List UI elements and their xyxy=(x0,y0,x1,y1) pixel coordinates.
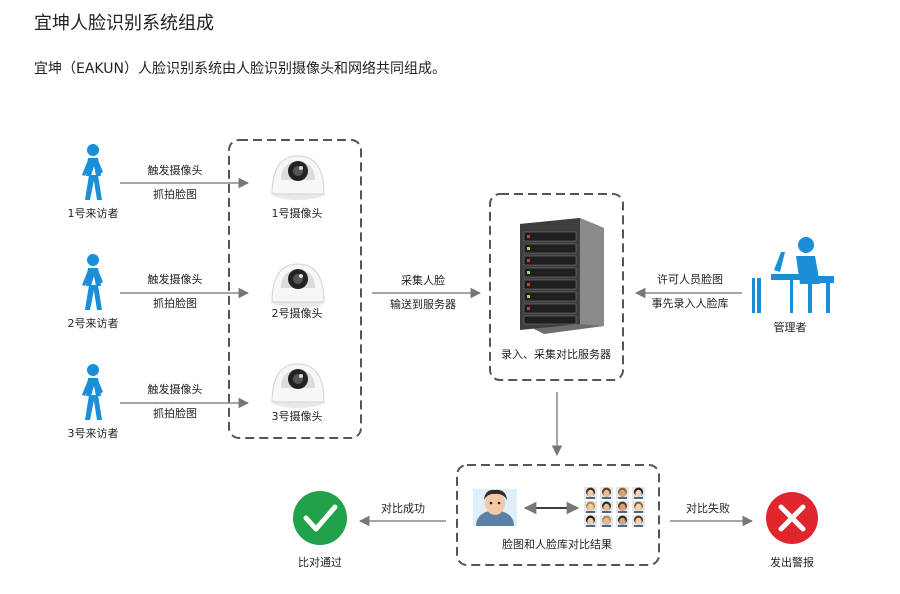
server-frame xyxy=(489,193,624,381)
face-thumbnail-body xyxy=(602,511,611,513)
visitor-1-action-bottom: 抓拍脸图 xyxy=(153,187,197,201)
failure-arrow-label: 对比失败 xyxy=(686,501,730,515)
visitor-2-action-bottom: 抓拍脸图 xyxy=(153,296,197,310)
face-thumbnail-body xyxy=(618,497,627,499)
face-thumbnail-face xyxy=(603,489,610,498)
visitor-1-label: 1号来访者 xyxy=(68,207,119,220)
face-thumbnail-face xyxy=(635,517,642,526)
camera-to-server-bottom: 输送到服务器 xyxy=(390,297,456,311)
compare-frame xyxy=(456,464,660,566)
compare-label: 脸图和人脸库对比结果 xyxy=(502,537,612,551)
face-thumbnail-face xyxy=(587,517,594,526)
page-title: 宜坤人脸识别系统组成 xyxy=(34,13,214,34)
camera-to-server-top: 采集人脸 xyxy=(401,273,445,287)
camera-2-icon xyxy=(271,263,325,309)
camera-group-frame xyxy=(228,139,362,439)
visitor-3-icon xyxy=(82,364,103,420)
face-thumbnail-body xyxy=(634,497,643,499)
server-label: 录入、采集对比服务器 xyxy=(501,347,611,361)
face-thumbnail-body xyxy=(602,497,611,499)
close-icon xyxy=(778,504,806,532)
camera-3-icon xyxy=(271,363,325,409)
admin-action-bottom: 事先录入人脸库 xyxy=(652,296,729,310)
camera-1-icon xyxy=(271,155,325,201)
visitor-2-label: 2号来访者 xyxy=(68,317,119,330)
intro-text: 宜坤（EAKUN）人脸识别系统由人脸识别摄像头和网络共同组成。 xyxy=(34,61,446,77)
camera-2-label: 2号摄像头 xyxy=(272,306,323,320)
success-arrow-label: 对比成功 xyxy=(381,501,425,515)
camera-3-label: 3号摄像头 xyxy=(272,409,323,423)
visitor-3-action-top: 触发摄像头 xyxy=(148,382,203,396)
face-thumbnail-face xyxy=(635,489,642,498)
face-thumbnail-body xyxy=(586,525,595,527)
server-rack-icon xyxy=(520,218,604,334)
admin-action-top: 许可人员脸图 xyxy=(657,272,723,286)
visitor-2-action-top: 触发摄像头 xyxy=(148,272,203,286)
visitor-3-action-bottom: 抓拍脸图 xyxy=(153,406,197,420)
checkmark-icon xyxy=(303,504,338,532)
face-thumbnail-body xyxy=(634,511,643,513)
admin-icon xyxy=(752,237,834,313)
face-thumbnail-face xyxy=(603,503,610,512)
face-thumbnail-body xyxy=(586,511,595,513)
face-thumbnail-body xyxy=(586,497,595,499)
admin-label: 管理者 xyxy=(774,320,807,334)
face-avatar-icon xyxy=(473,489,517,526)
failure-label: 发出警报 xyxy=(770,555,814,569)
success-icon xyxy=(293,491,347,545)
face-thumbnail-face xyxy=(587,503,594,512)
visitor-3-label: 3号来访者 xyxy=(68,427,119,440)
success-label: 比对通过 xyxy=(298,555,342,569)
face-thumbnail-face xyxy=(603,517,610,526)
camera-1-label: 1号摄像头 xyxy=(272,206,323,220)
visitor-1-icon xyxy=(82,144,103,200)
face-thumbnail-face xyxy=(619,489,626,498)
face-thumbnail-body xyxy=(602,525,611,527)
visitor-2-icon xyxy=(82,254,103,310)
face-database-icon xyxy=(584,487,645,527)
face-thumbnail-face xyxy=(619,517,626,526)
face-thumbnail-body xyxy=(618,525,627,527)
visitor-1-action-top: 触发摄像头 xyxy=(148,163,203,177)
face-thumbnail-face xyxy=(587,489,594,498)
face-thumbnail-body xyxy=(618,511,627,513)
face-thumbnail-face xyxy=(619,503,626,512)
face-thumbnail-body xyxy=(634,525,643,527)
face-thumbnail-face xyxy=(635,503,642,512)
